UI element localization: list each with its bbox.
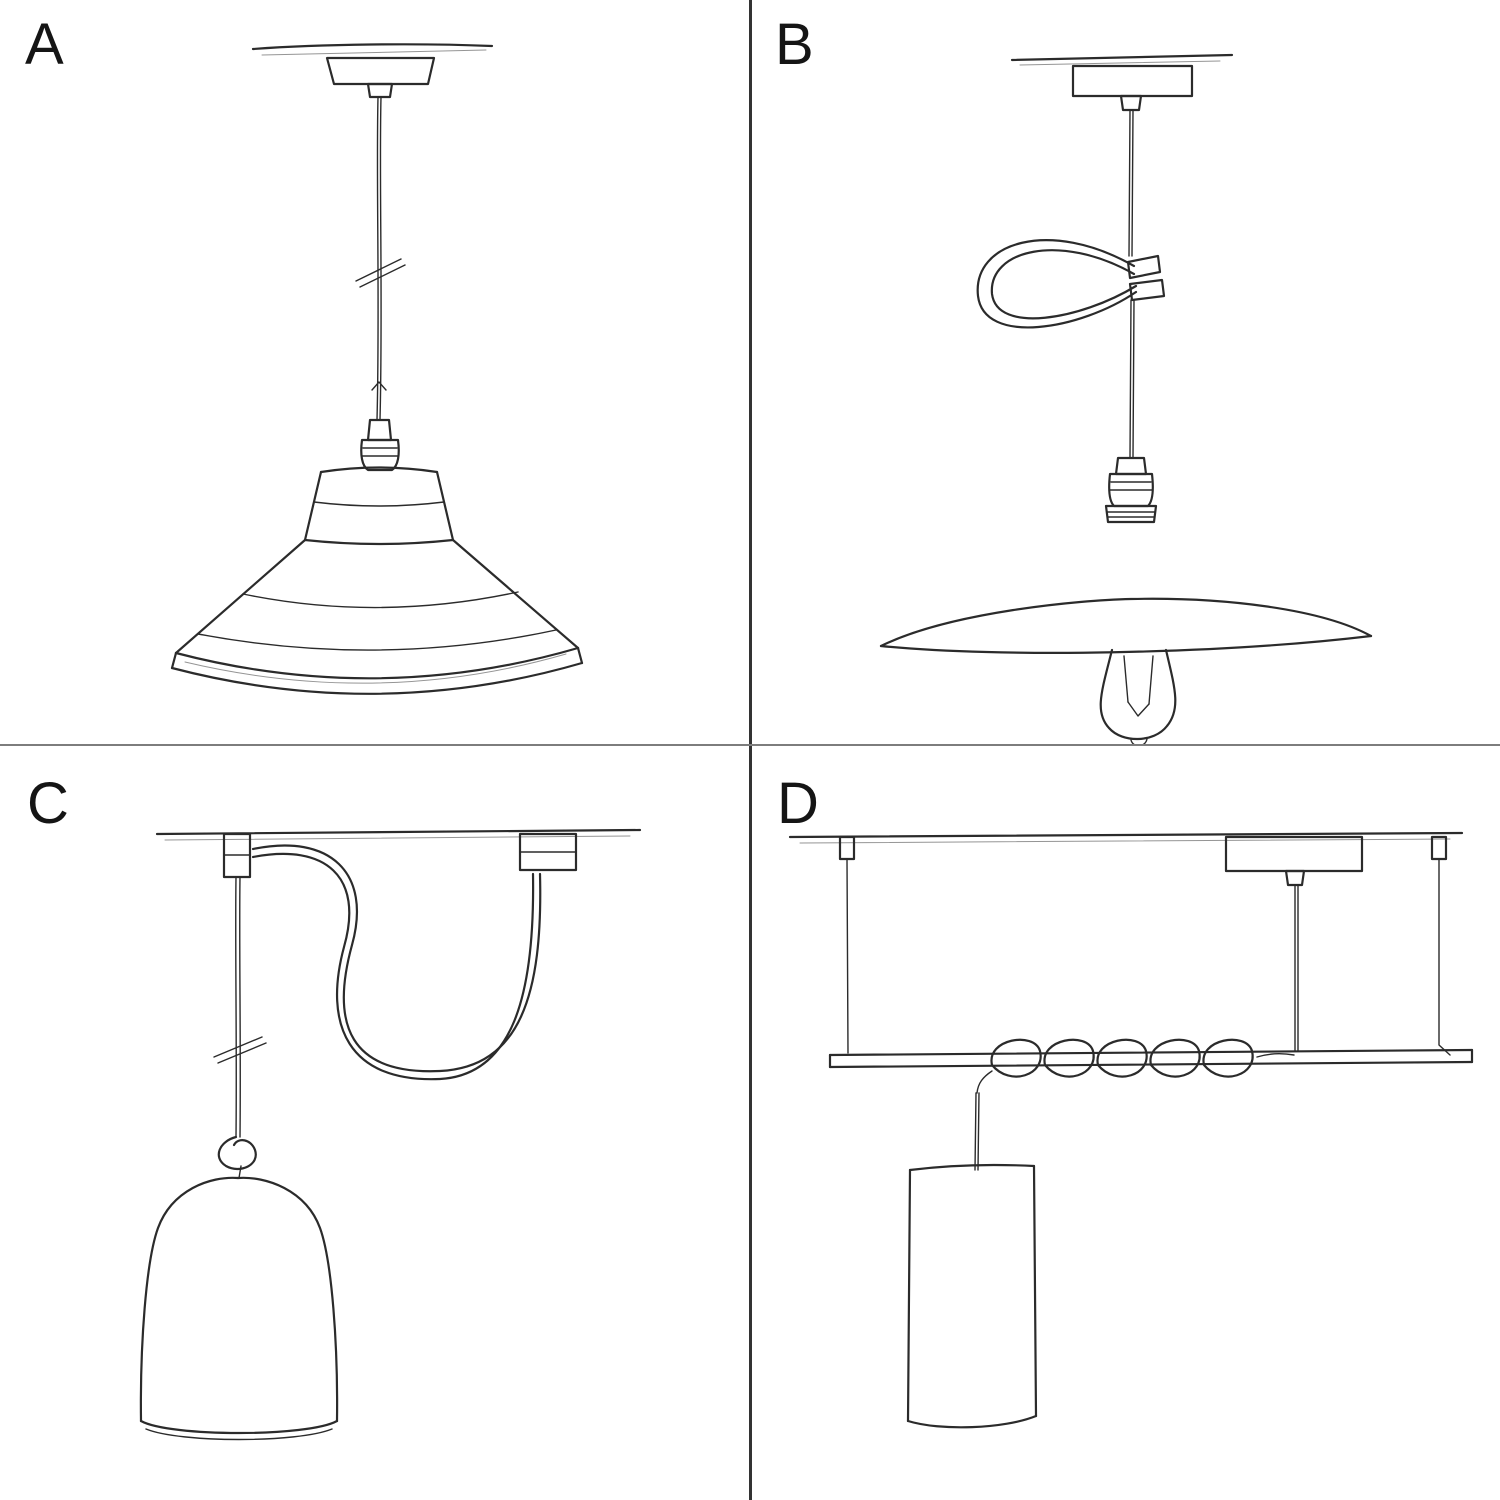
pendant-flat-plate-shade-exposed-bulb-sketch	[879, 53, 1373, 745]
suspended-bar-coiled-cable-cylinder-pendant-sketch	[788, 831, 1474, 1429]
flat-plate-shade	[879, 597, 1373, 654]
coiled-cable	[976, 1038, 1295, 1094]
ceiling-rose	[325, 56, 436, 99]
pendant-cable	[1128, 109, 1135, 459]
drop-cable	[213, 876, 267, 1138]
lamp-holder	[360, 418, 400, 472]
light-bulb	[1099, 648, 1177, 745]
swag-hook-pendant-bell-shade-sketch	[139, 828, 642, 1441]
ceiling-rose	[1071, 64, 1194, 112]
cable-adjuster-loop	[976, 239, 1166, 329]
cable-knot	[217, 1135, 257, 1179]
cylinder-shade	[906, 1163, 1038, 1429]
panel-d-label: D	[777, 771, 820, 836]
panel-d: D	[750, 745, 1500, 1500]
horizontal-divider	[0, 744, 1500, 746]
ceiling-rose	[1224, 835, 1364, 887]
panel-c-label: C	[27, 771, 70, 836]
industrial-bowl-shade	[170, 466, 584, 695]
swag-cable	[251, 844, 542, 1081]
ceiling-line	[251, 43, 494, 56]
pendant-drop-cable	[974, 1092, 980, 1171]
left-suspension-wire	[838, 835, 856, 1054]
ceiling-line	[788, 831, 1464, 844]
panel-c: C	[0, 745, 750, 1500]
panel-a-label: A	[25, 12, 65, 77]
pendant-industrial-bowl-shade-sketch	[170, 43, 584, 695]
panel-a: A	[0, 0, 750, 745]
ceiling-hook	[222, 832, 252, 879]
right-suspension-wire	[1430, 835, 1451, 1056]
pendant-cable	[355, 96, 406, 421]
panel-b-label: B	[775, 12, 815, 77]
bell-shade	[139, 1176, 339, 1441]
lamp-holder	[1104, 456, 1158, 524]
ceiling-rose	[518, 832, 578, 872]
panel-b: B	[750, 0, 1500, 745]
rose-drop-cable	[1294, 884, 1299, 1052]
ceiling-line	[1010, 53, 1234, 66]
vertical-divider	[749, 0, 752, 1500]
